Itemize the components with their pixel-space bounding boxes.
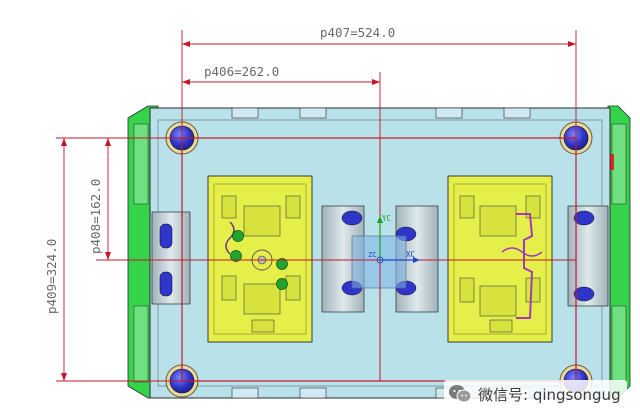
dimension-p408: p408=162.0	[88, 138, 111, 260]
watermark-text: 微信号: qingsongug	[478, 385, 621, 404]
x-axis-label: XC	[406, 250, 415, 259]
wechat-icon	[449, 385, 472, 403]
dimension-label-p408[interactable]: p408=162.0	[88, 179, 103, 254]
left-outer-slider	[151, 211, 191, 305]
dimension-label-p407[interactable]: p407=524.0	[320, 25, 395, 40]
dimension-p409: p409=324.0	[44, 138, 67, 381]
right-cavity-insert	[447, 175, 553, 343]
dimension-label-p406[interactable]: p406=262.0	[204, 64, 279, 79]
layout-frame	[181, 137, 577, 382]
wechat-watermark: 微信号: qingsongug	[444, 380, 627, 408]
right-outer-slider	[567, 205, 609, 307]
dimension-p407: p407=524.0	[182, 25, 576, 47]
sprue-zone	[351, 235, 407, 289]
dimension-extensions	[56, 30, 577, 382]
y-axis-label: YC	[382, 214, 391, 223]
coordinate-triad: YC XC ZC	[368, 214, 420, 264]
dimension-label-p409[interactable]: p409=324.0	[44, 239, 59, 314]
origin-label: ZC	[368, 251, 376, 259]
dimension-p406: p406=262.0	[182, 64, 380, 85]
left-cavity-insert	[207, 175, 313, 343]
